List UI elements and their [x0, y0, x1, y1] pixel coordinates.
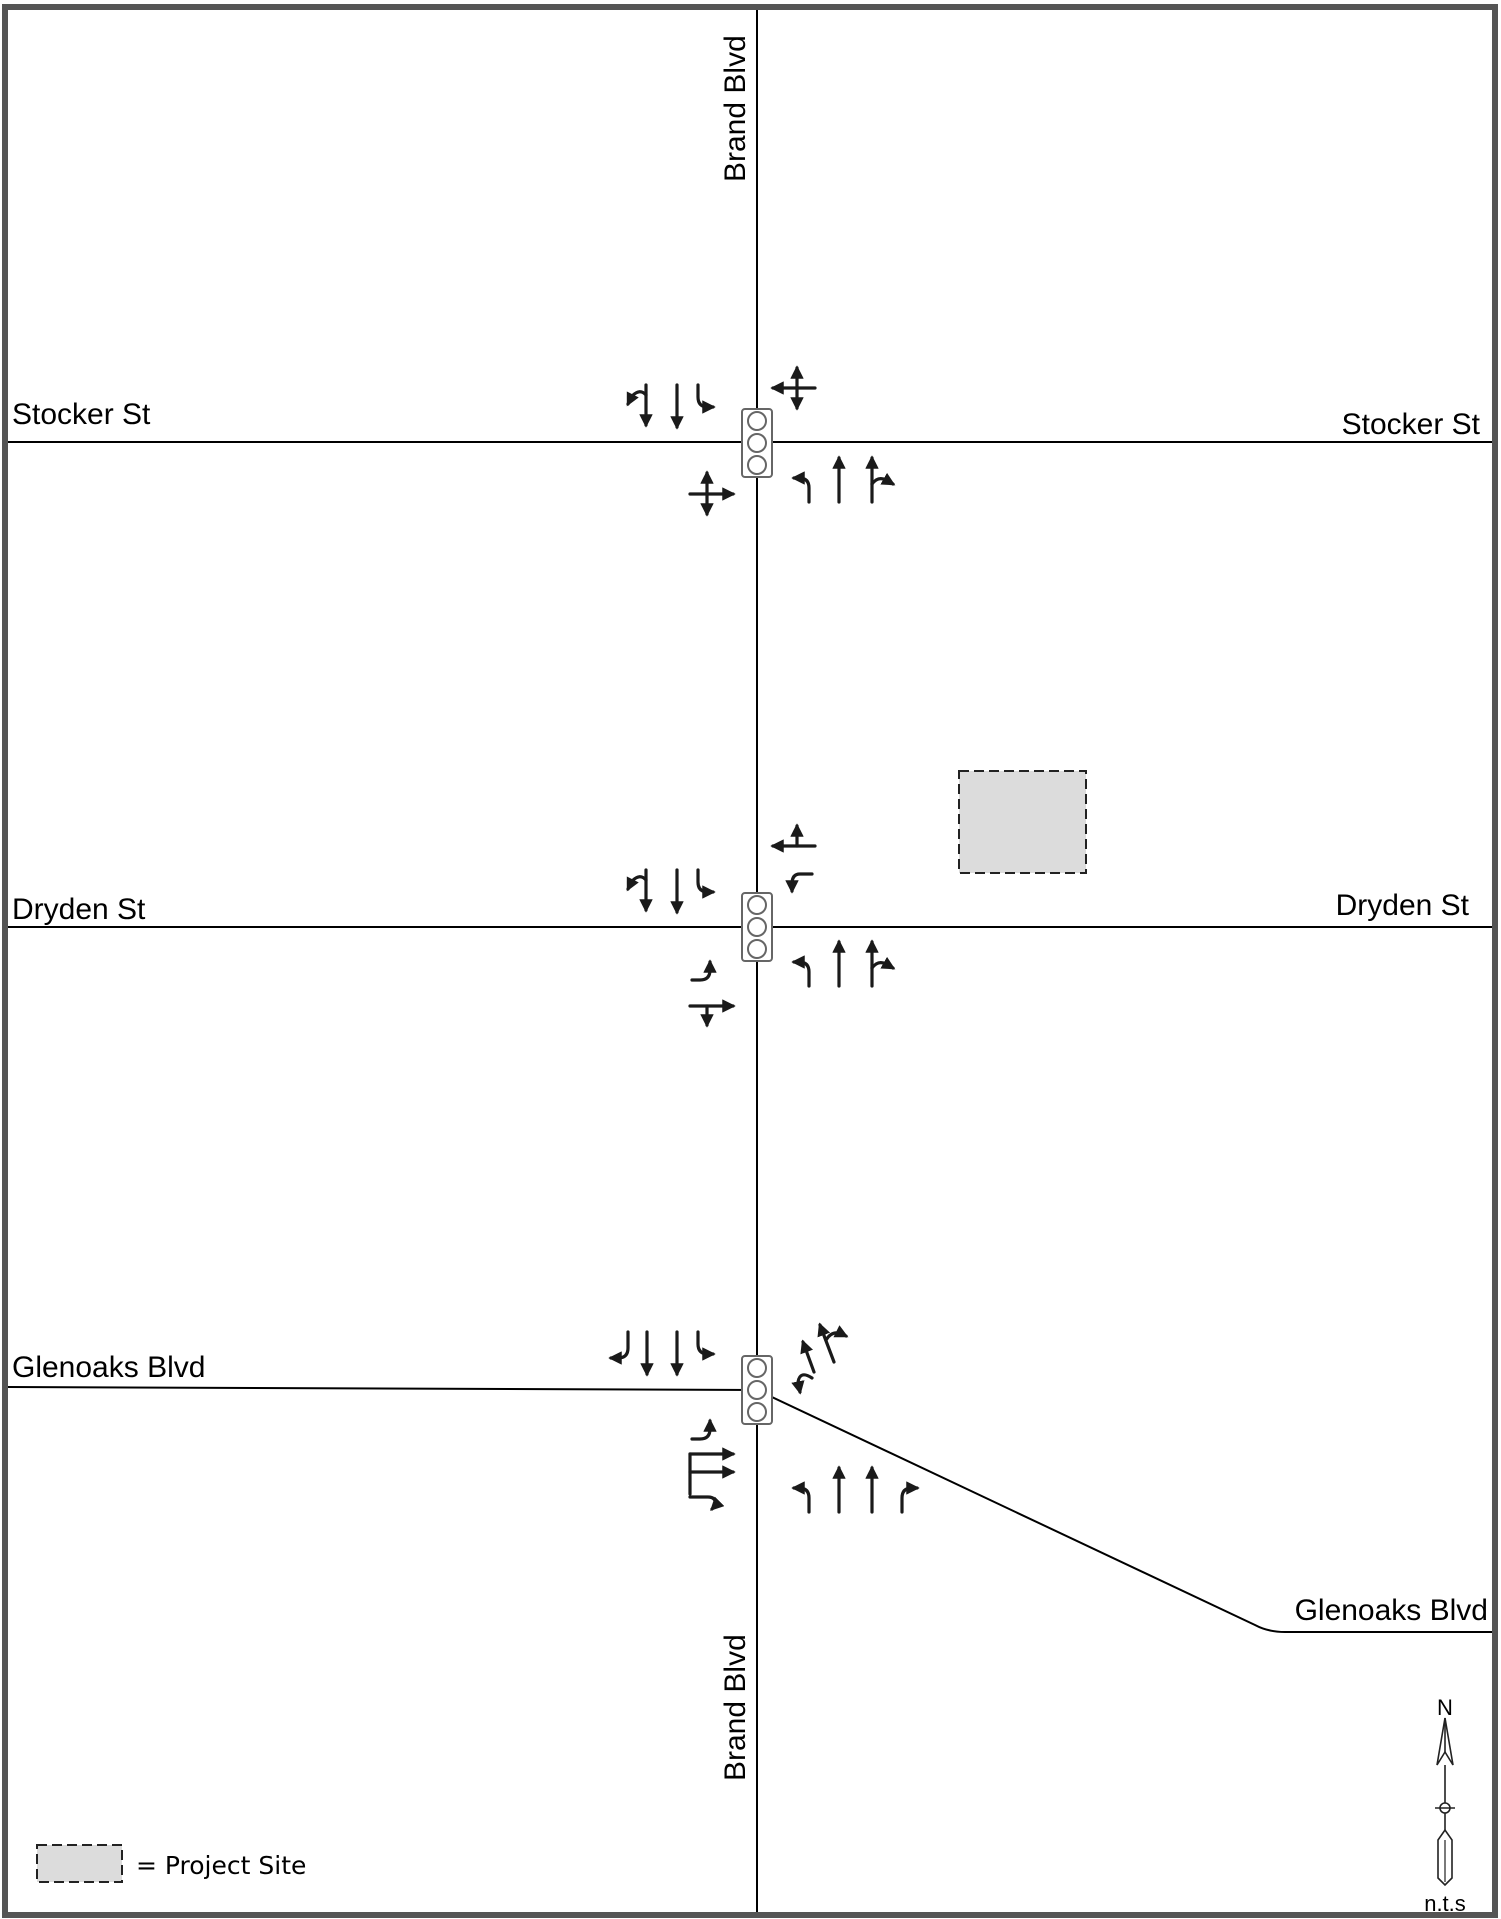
north-letter: N: [1437, 1695, 1453, 1720]
stocker-nb-arrows: [791, 455, 896, 504]
brand-blvd-label-south: Brand Blvd: [719, 1634, 752, 1781]
dryden-nb-arrows: [791, 939, 896, 988]
dryden-sb-arrows: [626, 868, 716, 915]
glenoaks-blvd-label-east: Glenoaks Blvd: [1295, 1594, 1488, 1627]
stocker-sb-arrows: [626, 383, 716, 430]
map-frame: [2, 4, 1498, 1918]
glenoaks-blvd-label-west: Glenoaks Blvd: [12, 1351, 205, 1384]
stocker-wb-arrows: [770, 365, 817, 411]
dryden-eb-arrows: [688, 959, 736, 1028]
dryden-wb-arrows: [770, 823, 817, 894]
legend-label: = Project Site: [136, 1851, 306, 1880]
traffic-signal-stocker: [741, 408, 773, 478]
stocker-st-label-west: Stocker St: [12, 398, 151, 431]
north-arrow-icon: N n.t.s: [1424, 1695, 1466, 1916]
traffic-signal-glenoaks: [741, 1355, 773, 1425]
scale-note: n.t.s: [1424, 1891, 1466, 1916]
glenoaks-blvd-west-road: [7, 1386, 758, 1391]
glenoaks-sb-arrows: [608, 1330, 716, 1377]
glenoaks-nb-arrows: [791, 1465, 920, 1514]
traffic-signal-dryden: [741, 892, 773, 962]
dryden-st-label-west: Dryden St: [12, 893, 146, 926]
glenoaks-blvd-east-road: [756, 1389, 1492, 1633]
lane-arrows: [608, 365, 920, 1514]
stocker-eb-arrows: [688, 470, 736, 517]
project-site[interactable]: [958, 770, 1087, 874]
glenoaks-nwb-arrows: [791, 1322, 849, 1395]
legend: = Project Site: [36, 1844, 306, 1883]
legend-swatch: [36, 1844, 123, 1883]
dryden-st-label-east: Dryden St: [1336, 889, 1470, 922]
brand-blvd-label-north: Brand Blvd: [719, 35, 752, 182]
stocker-st-label-east: Stocker St: [1342, 408, 1481, 441]
glenoaks-eb-arrows: [688, 1418, 736, 1511]
